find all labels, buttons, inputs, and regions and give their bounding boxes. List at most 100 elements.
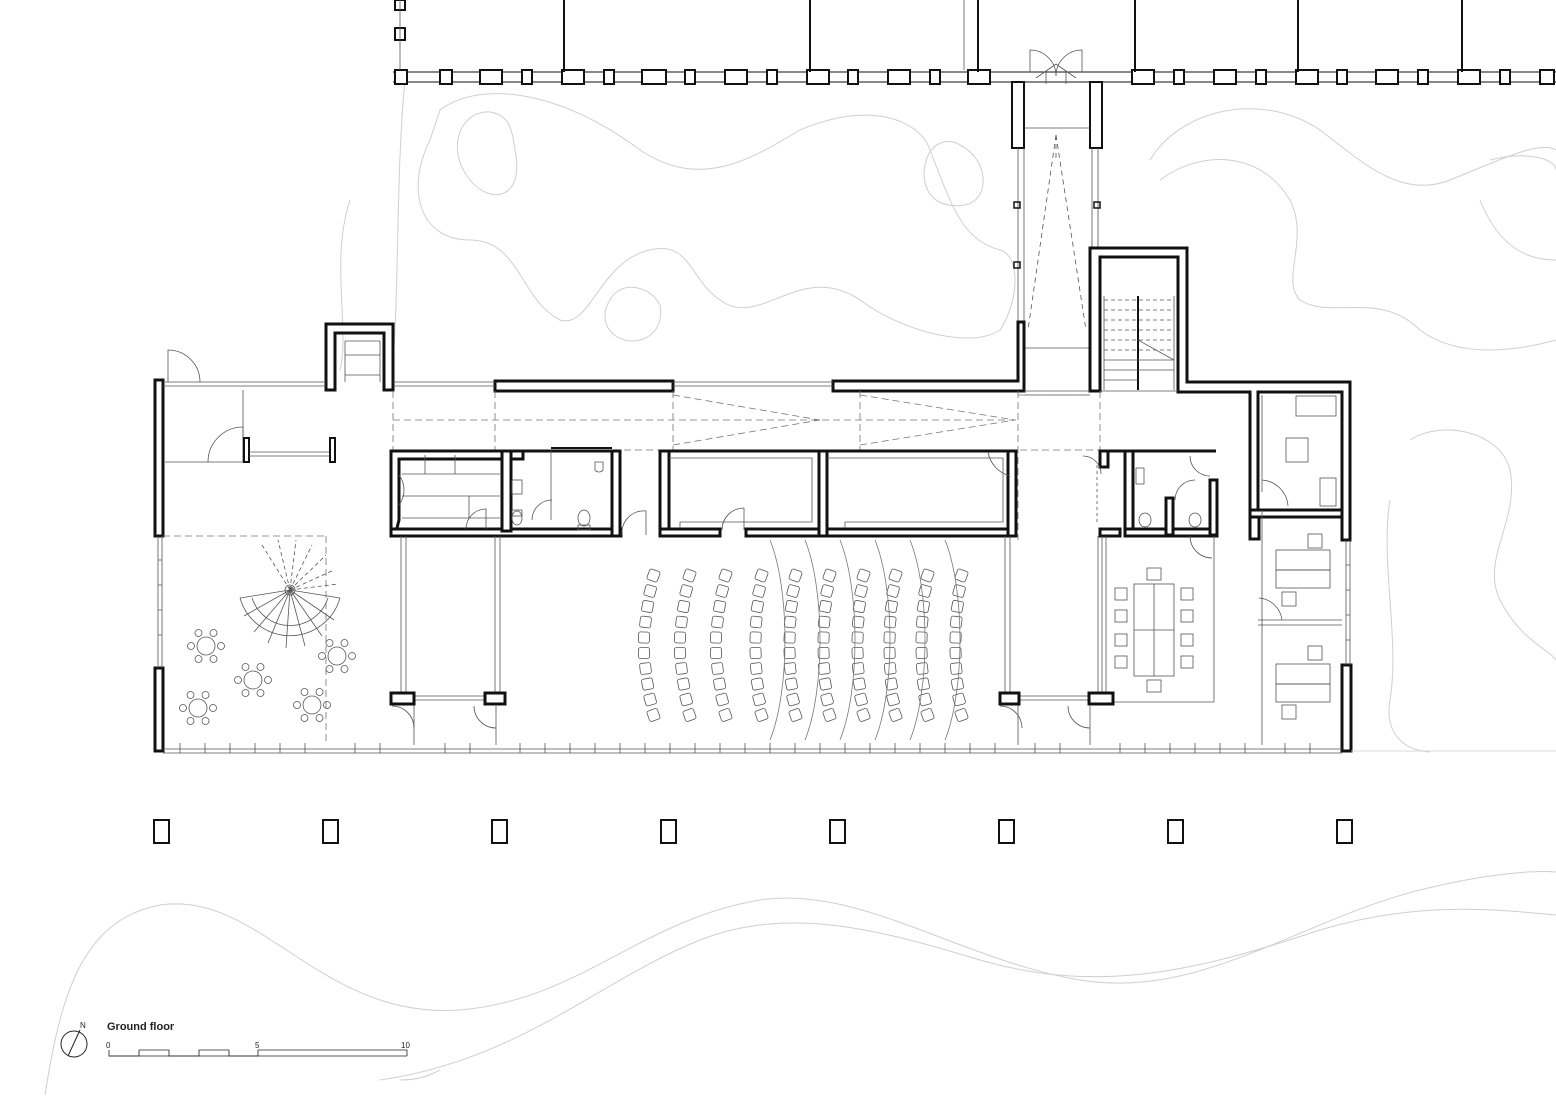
chair-icon [711,662,724,675]
chair-icon [641,677,655,691]
scale-label-10: 10 [401,1041,410,1050]
chair-icon [675,615,688,629]
chair-icon [883,662,897,675]
chair-icon [679,692,693,707]
chair-icon [851,646,864,660]
chair-icon [646,708,661,722]
chair-icon [784,599,798,614]
chair-icon [851,631,864,644]
chair-icon [788,708,803,722]
chair-icon [637,646,651,660]
chair-icon [709,646,723,660]
chair-icon [817,615,831,629]
chair-icon [749,615,763,629]
chair-icon [715,584,729,598]
chair-icon [783,662,797,675]
core-stair [1103,296,1175,390]
chair-icon [788,568,803,583]
chair-icon [749,631,762,644]
chair-icon [820,584,834,598]
outdoor-pillars [153,819,1353,844]
chair-icon [752,692,766,707]
chair-icon [952,584,966,598]
chair-icon [817,646,830,660]
existing-building-wall [393,0,1556,85]
landscape-contours [44,79,1556,1096]
chair-icon [884,677,898,691]
round-table-icon [293,688,331,722]
chair-icon [754,568,769,583]
north-label: N [80,1021,86,1030]
round-table-icon [318,639,356,673]
chair-icon [786,584,800,598]
chair-icon [752,584,766,598]
round-table-icon [179,691,217,725]
chair-icon [749,646,762,660]
chair-icon [950,599,964,614]
chair-icon [817,631,830,644]
chair-icon [637,631,651,644]
chair-icon [783,615,797,629]
chair-icon [677,677,691,691]
chair-icon [851,662,865,675]
outer-walls [153,246,1353,753]
drawing-title: Ground floor [107,1021,175,1033]
chair-icon [675,662,688,675]
chair-icon [750,599,764,614]
chair-icon [786,692,800,707]
chair-icon [954,568,969,583]
chair-icon [856,708,871,722]
chair-icon [784,677,798,691]
entrance-double-door [1029,49,1083,84]
chair-icon [920,568,935,583]
projection-lines [163,391,1101,745]
chair-icon [915,646,928,660]
chair-icon [822,708,837,722]
chair-icon [646,568,661,583]
chair-icon [818,599,832,614]
chair-icon [679,584,693,598]
chair-icon [916,677,930,691]
chair-icon [854,692,868,707]
chair-icon [713,599,727,614]
chair-icon [749,662,763,675]
chair-icon [641,599,655,614]
chair-icon [750,677,764,691]
chair-icon [754,708,769,722]
chair-icon [709,631,723,644]
chair-icon [854,584,868,598]
chair-icon [718,708,733,722]
chair-icon [954,708,969,722]
chair-icon [820,692,834,707]
scale-label-0: 0 [106,1041,111,1050]
chair-icon [715,692,729,707]
wc-block-left [389,447,647,538]
chair-icon [950,677,964,691]
chair-icon [639,615,652,629]
chair-icon [952,692,966,707]
chair-icon [856,568,871,583]
chair-icon [677,599,691,614]
chair-icon [915,631,928,644]
chair-icon [718,568,733,583]
wc-block-right [1082,449,1219,538]
chair-icon [888,708,903,722]
chair-icon [886,584,900,598]
chair-icon [643,584,657,598]
offices-right [1248,395,1344,745]
chair-icon [852,677,866,691]
chair-icon [673,631,687,644]
cafe-tables [179,629,356,725]
chair-icon [713,677,727,691]
chair-icon [682,568,697,583]
round-table-icon [234,663,272,697]
chair-icon [818,677,832,691]
chair-icon [783,631,796,644]
chair-icon [918,692,932,707]
storage-rooms [658,449,1018,538]
chair-icon [643,692,657,707]
scale-label-5: 5 [255,1041,260,1050]
spiral-stair-icon [239,539,341,649]
chair-icon [915,615,929,629]
